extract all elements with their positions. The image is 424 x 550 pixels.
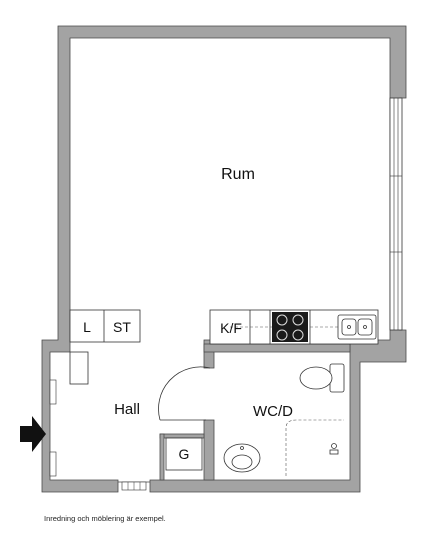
window-right	[389, 97, 403, 331]
storage-units	[69, 309, 141, 343]
entrance-arrow-icon	[20, 416, 46, 452]
room-label-wc: WC/D	[253, 403, 293, 420]
room-label-kitchen: K/F	[220, 320, 242, 336]
room-label-rum: Rum	[221, 166, 255, 183]
toilet-icon	[299, 363, 345, 393]
door-swing-icon	[158, 366, 211, 421]
hall-shelf	[69, 351, 89, 385]
sink-icon	[337, 314, 377, 340]
plan-caption: Inredning och möblering är exempel.	[44, 514, 166, 523]
room-label-hall: Hall	[114, 401, 140, 418]
stove-icon	[272, 312, 308, 342]
wardrobe	[165, 437, 203, 471]
exterior-walls	[41, 25, 407, 493]
shower-area	[285, 419, 344, 476]
shower-tap-icon	[329, 443, 339, 455]
bottom-vent	[121, 481, 147, 491]
storage-label-st: ST	[113, 319, 131, 335]
partition-walls	[159, 339, 351, 481]
storage-label-linen: L	[83, 319, 91, 335]
storage-label-wardrobe: G	[179, 446, 190, 462]
hall-wall-details	[49, 379, 57, 477]
washbasin-icon	[223, 443, 261, 473]
